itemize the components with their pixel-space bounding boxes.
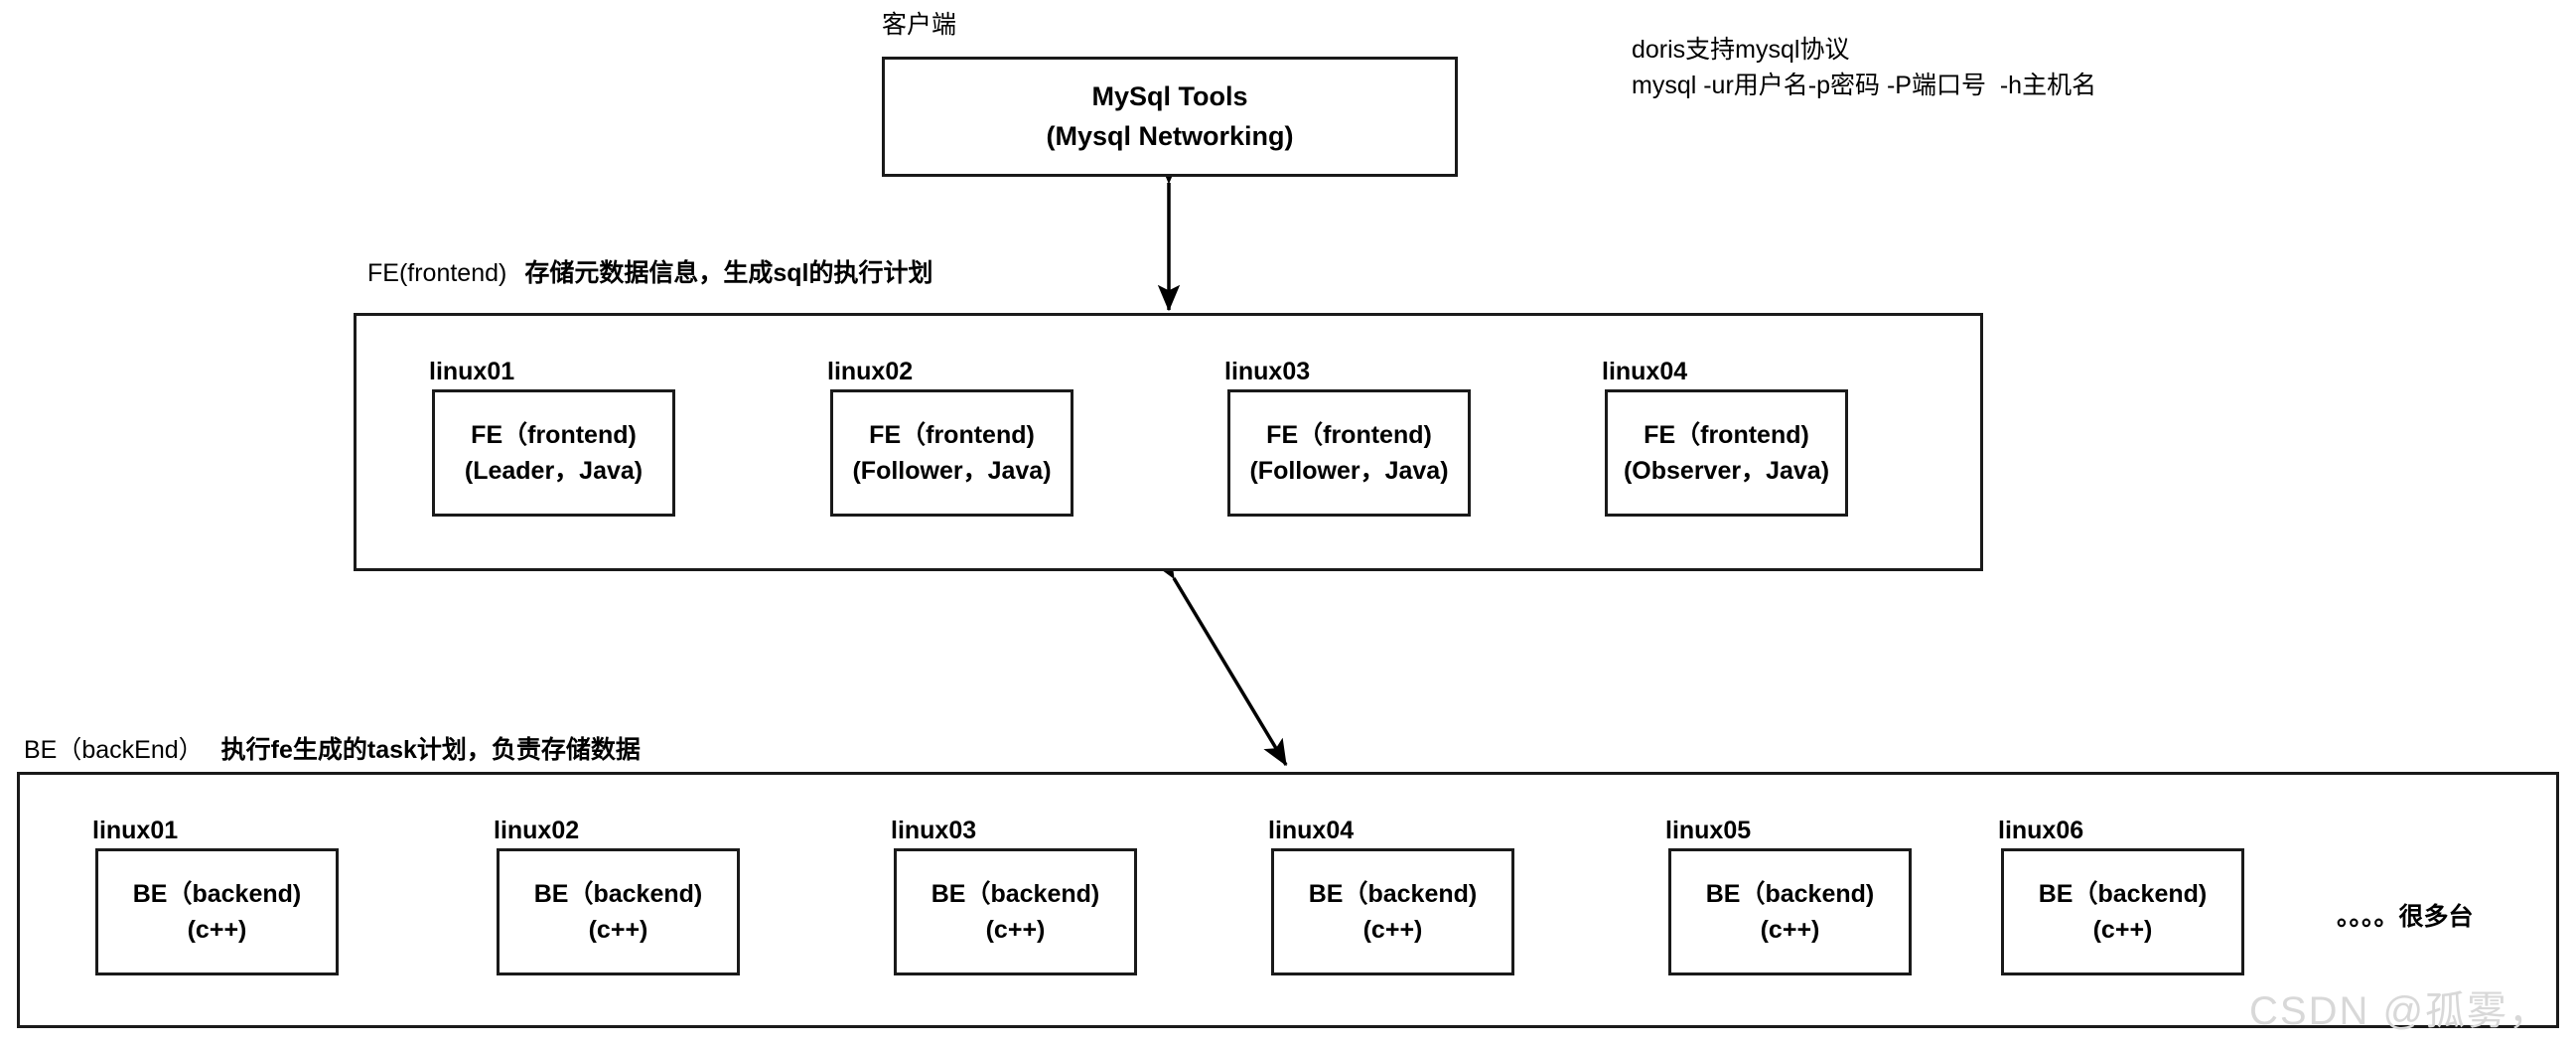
- note-line-1: doris支持mysql协议: [1632, 36, 1850, 64]
- csdn-watermark: CSDN @孤雾，: [2249, 989, 2551, 1033]
- fe-node-line1-linux01: FE（frontend): [471, 420, 637, 449]
- fe-section-header: FE(frontend) 存储元数据信息，生成sql的执行计划: [367, 258, 932, 289]
- be-node-line1-linux01: BE（backend): [132, 879, 302, 908]
- fe-node-box-linux03[interactable]: FE（frontend) (Follower，Java): [1227, 389, 1471, 517]
- be-node-line2-linux01: (c++): [187, 916, 247, 944]
- fe-node-line2-linux03: (Follower，Java): [1249, 457, 1449, 485]
- fe-node-box-linux04[interactable]: FE（frontend) (Observer，Java): [1605, 389, 1848, 517]
- client-mysql-tools-box[interactable]: MySql Tools (Mysql Networking): [882, 57, 1458, 177]
- be-node-line1-linux02: BE（backend): [533, 879, 703, 908]
- be-more-nodes-label: 。。。。很多台: [2337, 903, 2474, 931]
- be-host-label-linux01: linux01: [92, 817, 179, 844]
- fe-section-label-bold: 存储元数据信息，生成sql的执行计划: [524, 259, 933, 287]
- be-node-box-linux05[interactable]: BE（backend) (c++): [1668, 848, 1912, 975]
- arrow-fe-to-be: [1151, 550, 1288, 767]
- be-node-box-linux02[interactable]: BE（backend) (c++): [497, 848, 740, 975]
- fe-host-label-linux01: linux01: [429, 358, 515, 385]
- fe-node-line2-linux02: (Follower，Java): [852, 457, 1052, 485]
- fe-host-label-linux04: linux04: [1602, 358, 1688, 385]
- be-host-label-linux05: linux05: [1665, 817, 1752, 844]
- fe-node-box-linux01[interactable]: FE（frontend) (Leader，Java): [432, 389, 675, 517]
- be-node-line1-linux06: BE（backend): [2038, 879, 2208, 908]
- fe-host-label-linux02: linux02: [827, 358, 914, 385]
- fe-node-line1-linux02: FE（frontend): [869, 420, 1035, 449]
- client-box-line1: MySql Tools: [1091, 81, 1248, 112]
- be-host-label-linux04: linux04: [1268, 817, 1355, 844]
- be-node-line2-linux03: (c++): [985, 916, 1046, 944]
- fe-node-line1-linux04: FE（frontend): [1644, 420, 1809, 449]
- be-node-box-linux04[interactable]: BE（backend) (c++): [1271, 848, 1514, 975]
- be-node-line1-linux05: BE（backend): [1705, 879, 1875, 908]
- be-node-box-linux01[interactable]: BE（backend) (c++): [95, 848, 339, 975]
- be-host-label-linux03: linux03: [891, 817, 977, 844]
- fe-node-line2-linux01: (Leader，Java): [464, 457, 644, 485]
- be-node-box-linux03[interactable]: BE（backend) (c++): [894, 848, 1137, 975]
- be-node-line2-linux05: (c++): [1760, 916, 1820, 944]
- be-section-header: BE（backEnd） 执行fe生成的task计划，负责存储数据: [24, 735, 641, 766]
- be-node-line1-linux03: BE（backend): [930, 879, 1100, 908]
- be-node-line1-linux04: BE（backend): [1308, 879, 1478, 908]
- be-section-label-plain: BE（backEnd）: [24, 736, 204, 764]
- client-section-label: 客户端: [882, 11, 957, 39]
- client-box-line2: (Mysql Networking): [1046, 120, 1294, 151]
- note-line-2: mysql -ur用户名-p密码 -P端口号 -h主机名: [1632, 72, 2097, 100]
- fe-host-label-linux03: linux03: [1224, 358, 1311, 385]
- be-node-line2-linux06: (c++): [2092, 916, 2153, 944]
- be-host-label-linux02: linux02: [494, 817, 580, 844]
- be-host-label-linux06: linux06: [1998, 817, 2084, 844]
- be-node-box-linux06[interactable]: BE（backend) (c++): [2001, 848, 2244, 975]
- be-section-label-bold: 执行fe生成的task计划，负责存储数据: [220, 736, 641, 764]
- be-node-line2-linux04: (c++): [1362, 916, 1423, 944]
- fe-node-line2-linux04: (Observer，Java): [1623, 457, 1830, 485]
- fe-node-box-linux02[interactable]: FE（frontend) (Follower，Java): [830, 389, 1073, 517]
- doris-protocol-note: doris支持mysql协议 mysql -ur用户名-p密码 -P端口号 -h…: [1632, 32, 2096, 104]
- be-node-line2-linux02: (c++): [588, 916, 648, 944]
- fe-node-line1-linux03: FE（frontend): [1266, 420, 1432, 449]
- fe-section-label-plain: FE(frontend): [367, 259, 507, 287]
